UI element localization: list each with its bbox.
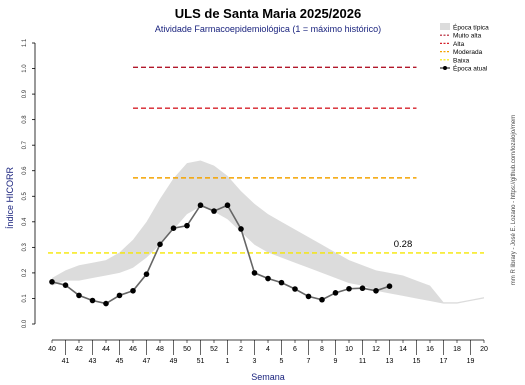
x-tick-label: 1	[226, 358, 230, 365]
x-tick-label: 12	[372, 346, 380, 353]
x-tick-label: 51	[197, 358, 205, 365]
data-point	[103, 300, 109, 307]
data-point	[170, 225, 177, 232]
data-point	[76, 292, 82, 299]
x-tick-label: 43	[89, 358, 97, 365]
x-tick-label: 18	[453, 346, 461, 353]
x-tick-label: 20	[480, 346, 488, 353]
data-point	[265, 275, 271, 282]
x-tick-label: 41	[62, 358, 70, 365]
data-point	[157, 241, 163, 248]
legend-label: Época atual	[453, 64, 488, 73]
y-tick-label: 0.3	[22, 243, 28, 252]
data-point	[143, 271, 150, 277]
x-tick-label: 15	[413, 358, 421, 365]
x-tick-label: 8	[320, 346, 324, 353]
data-point	[130, 287, 136, 294]
x-tick-label: 13	[386, 358, 394, 365]
x-tick-label: 9	[334, 358, 338, 365]
y-tick-label: 0.2	[22, 268, 28, 277]
data-point	[211, 208, 217, 214]
x-axis-label: Semana	[251, 372, 285, 382]
data-point	[292, 286, 298, 292]
chart-subtitle: Atividade Farmacoepidemiológica (1 = máx…	[155, 24, 381, 34]
chart-title: ULS de Santa Maria 2025/2026	[175, 6, 361, 21]
x-tick-label: 49	[170, 358, 178, 365]
x-tick-label: 11	[359, 358, 366, 365]
x-tick-label: 3	[253, 358, 257, 365]
data-point	[224, 202, 231, 209]
y-tick-label: 0.8	[22, 115, 28, 124]
x-tick-label: 7	[307, 358, 311, 365]
data-point	[251, 270, 258, 276]
credit-text: mm R library - José E. Lozano - https://…	[511, 115, 517, 285]
legend-label: Alta	[453, 41, 465, 48]
y-axis-label: Índice HICORR	[5, 166, 15, 229]
legend-label: Moderada	[453, 49, 483, 56]
x-tick-label: 45	[116, 358, 124, 365]
x-tick-label: 48	[156, 346, 164, 353]
data-point	[373, 287, 379, 294]
y-tick-label: 0.5	[22, 191, 28, 200]
data-point	[49, 279, 55, 285]
y-tick-label: 0.4	[22, 217, 28, 226]
data-point	[197, 202, 204, 209]
x-tick-label: 44	[102, 346, 110, 353]
y-tick-label: 0.0	[22, 319, 28, 328]
y-tick-label: 1.1	[22, 38, 28, 47]
x-tick-label: 52	[210, 346, 218, 353]
x-tick-label: 4	[266, 346, 270, 353]
legend-label: Época típica	[453, 23, 489, 32]
y-tick-label: 0.6	[22, 166, 28, 175]
data-point	[305, 293, 312, 300]
x-tick-label: 10	[345, 346, 353, 353]
legend-swatch	[440, 23, 450, 30]
legend-label: Muito alta	[453, 33, 482, 40]
x-tick-label: 6	[293, 346, 297, 353]
x-tick-label: 17	[440, 358, 448, 365]
data-point	[278, 279, 285, 286]
x-tick-label: 50	[183, 346, 191, 353]
data-point	[62, 282, 69, 288]
legend-label: Baixa	[453, 57, 470, 64]
x-tick-label: 40	[48, 346, 56, 353]
legend-swatch-point	[443, 66, 447, 70]
x-tick-label: 14	[399, 346, 407, 353]
y-tick-label: 0.9	[22, 89, 28, 98]
y-tick-label: 0.1	[22, 294, 28, 303]
data-point	[89, 297, 96, 304]
x-tick-label: 2	[239, 346, 243, 353]
data-point	[319, 296, 325, 303]
y-tick-label: 1.0	[22, 64, 28, 73]
x-tick-label: 16	[426, 346, 434, 353]
x-tick-label: 42	[75, 346, 83, 353]
data-point	[184, 222, 190, 229]
annotation-label: 0.28	[394, 239, 413, 250]
data-point	[238, 226, 244, 232]
data-point	[386, 283, 393, 289]
x-tick-label: 46	[129, 346, 137, 353]
data-point	[359, 285, 366, 292]
y-tick-label: 0.7	[22, 140, 28, 149]
data-point	[332, 290, 339, 296]
x-tick-label: 47	[143, 358, 151, 365]
x-tick-label: 5	[280, 358, 284, 365]
typical-season-band	[52, 160, 484, 304]
data-point	[116, 292, 123, 299]
x-tick-label: 19	[467, 358, 475, 365]
data-point	[346, 285, 352, 292]
